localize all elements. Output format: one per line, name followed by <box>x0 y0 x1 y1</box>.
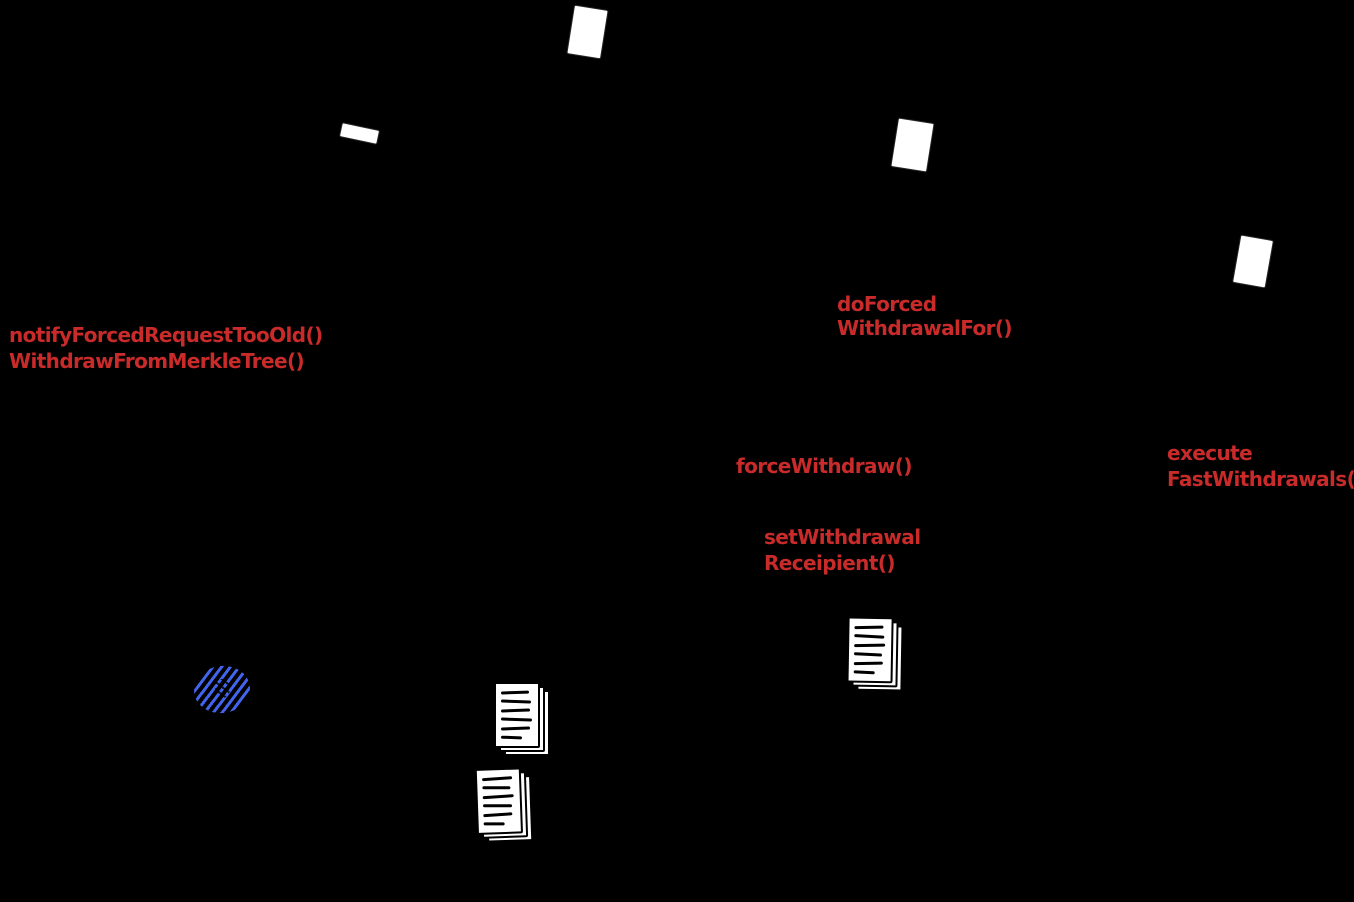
label-set-withdrawal-recipient: setWithdrawal Receipient() <box>764 524 921 576</box>
text-scribble-line <box>482 794 514 800</box>
label-line: WithdrawalFor() <box>837 316 1013 340</box>
text-scribble-line <box>854 643 886 648</box>
label-line: forceWithdraw() <box>736 454 912 478</box>
text-scribble-line <box>854 634 885 639</box>
label-line: doForced <box>837 292 937 316</box>
text-scribble-line <box>483 804 512 808</box>
blank-page-icon <box>1233 235 1273 288</box>
text-scribble-line <box>482 786 511 790</box>
label-notify-forced-request: notifyForcedRequestTooOld() WithdrawFrom… <box>9 322 323 374</box>
front-page <box>474 767 524 835</box>
text-scribble-line <box>853 661 884 666</box>
label-line: execute <box>1167 441 1253 465</box>
front-page <box>494 682 540 748</box>
text-scribble-line <box>854 625 884 630</box>
text-scribble-line <box>500 735 522 740</box>
label-line: Receipient() <box>764 551 895 575</box>
blank-page-icon <box>567 5 608 59</box>
label-do-forced-withdrawal-for: doForced WithdrawalFor() <box>837 292 1013 340</box>
text-scribble-line <box>500 717 533 722</box>
text-scribble-line <box>500 726 531 731</box>
label-line: FastWithdrawals() <box>1167 467 1354 491</box>
text-scribble-line <box>853 652 883 657</box>
label-line: notifyForcedRequestTooOld() <box>9 323 323 347</box>
label-force-withdraw: forceWithdraw() <box>736 453 912 479</box>
label-line: WithdrawFromMerkleTree() <box>9 349 305 373</box>
front-page <box>846 616 894 684</box>
blank-page-icon <box>891 118 934 172</box>
scribble-ellipse-icon <box>191 662 253 717</box>
text-scribble-line <box>500 699 532 704</box>
documents-stack-icon <box>846 616 904 692</box>
text-scribble-line <box>500 690 530 695</box>
text-scribble-line <box>482 776 513 782</box>
label-execute-fast-withdrawals: execute FastWithdrawals() <box>1167 440 1354 492</box>
documents-stack-icon <box>474 767 534 843</box>
text-scribble-line <box>500 708 530 713</box>
text-scribble-line <box>853 670 875 675</box>
documents-stack-icon <box>494 682 550 756</box>
text-scribble-line <box>483 812 513 818</box>
label-line: setWithdrawal <box>764 525 921 549</box>
paper-strip-icon <box>340 123 379 144</box>
text-scribble-line <box>483 822 505 826</box>
